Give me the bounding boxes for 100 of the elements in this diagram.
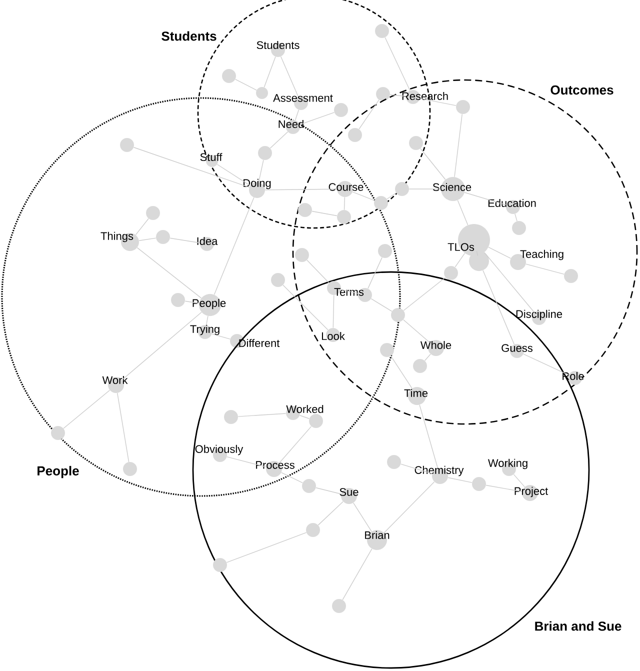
concept-dot <box>378 244 392 258</box>
link-line <box>526 264 564 275</box>
keyword-node: Trying <box>190 324 220 339</box>
keyword-node: Different <box>230 334 280 348</box>
keyword-node: Look <box>322 328 345 342</box>
concept-dot <box>334 103 348 117</box>
link-line <box>340 289 358 294</box>
link-line <box>306 260 330 284</box>
link-line <box>523 354 569 376</box>
link-line <box>342 548 372 600</box>
concept-dot <box>564 269 578 283</box>
keyword-node: Science <box>432 177 472 201</box>
concept-dot <box>409 136 423 150</box>
concept-dot <box>391 308 405 322</box>
concept-dot <box>332 599 346 613</box>
link-line <box>386 192 396 200</box>
concept-dot <box>295 248 309 262</box>
link-line <box>353 502 372 532</box>
keyword-node: TLOs <box>448 224 490 256</box>
link-line <box>403 277 446 311</box>
link-line <box>136 247 202 298</box>
concept-dot <box>256 87 268 99</box>
node-label: Obviously <box>195 444 244 456</box>
link-line <box>135 218 149 236</box>
link-line <box>408 188 442 190</box>
keyword-node: Guess <box>502 344 532 358</box>
node-label: Terms <box>334 288 364 296</box>
link-line <box>448 477 472 483</box>
link-line <box>216 164 250 186</box>
link-line <box>384 37 410 91</box>
link-line <box>122 312 202 380</box>
link-line <box>170 238 200 244</box>
keyword-node: Project <box>514 485 548 501</box>
keyword-node: Obviously <box>195 444 244 462</box>
link-line <box>370 298 392 312</box>
link-line <box>419 404 438 468</box>
keyword-node: Assessment <box>273 94 333 110</box>
concept-dot <box>302 479 316 493</box>
link-line <box>390 94 406 97</box>
keyword-node: Research <box>402 90 448 104</box>
link-line <box>454 114 462 178</box>
concept-dot <box>387 455 401 469</box>
link-line <box>214 197 254 295</box>
link-line <box>424 354 431 361</box>
keyword-node: Idea <box>197 236 218 251</box>
concept-dot <box>376 87 390 101</box>
link-line <box>270 132 288 148</box>
keyword-node: Doing <box>244 178 271 198</box>
concept-dot <box>258 146 272 160</box>
link-line <box>264 56 276 88</box>
link-line <box>184 300 200 304</box>
keyword-node: Course <box>328 181 364 197</box>
link-line <box>482 270 515 345</box>
concept-dot <box>413 359 427 373</box>
concept-dot <box>51 426 65 440</box>
keyword-node: Discipline <box>516 310 562 325</box>
concept-dot <box>348 128 362 142</box>
link-line <box>138 238 156 241</box>
link-line <box>258 160 264 182</box>
concept-dot <box>512 221 526 235</box>
concept-dot <box>472 477 486 491</box>
node-label: Assessment <box>273 94 333 102</box>
link-line <box>486 484 522 492</box>
concept-dot <box>374 196 388 210</box>
concept-dot <box>337 210 351 224</box>
concept-dot <box>444 266 458 280</box>
link-line <box>488 246 512 259</box>
link-line <box>282 284 328 330</box>
concept-dot <box>171 293 185 307</box>
link-line <box>368 257 382 289</box>
concept-dot <box>469 251 489 271</box>
concept-dot <box>146 206 160 220</box>
link-line <box>226 456 266 468</box>
link-line <box>206 316 208 326</box>
link-line <box>299 112 335 125</box>
link-line <box>281 472 303 484</box>
link-line <box>454 252 466 268</box>
concept-dot <box>271 273 285 287</box>
link-line <box>238 413 286 417</box>
concept-dot <box>456 100 470 114</box>
concept-dot <box>120 138 134 152</box>
link-line <box>464 192 506 206</box>
keyword-node: Time <box>404 387 428 405</box>
concept-dot <box>156 230 170 244</box>
keyword-node: Teaching <box>510 250 564 270</box>
link-line <box>318 501 344 526</box>
link-line <box>279 426 312 464</box>
keyword-node: Students <box>256 40 300 57</box>
concept-dot <box>224 410 238 424</box>
link-line <box>457 200 468 226</box>
concept-dot <box>222 69 236 83</box>
link-line <box>332 294 334 328</box>
link-line <box>63 390 110 429</box>
link-line <box>514 214 518 222</box>
link-line <box>352 192 375 201</box>
link-line <box>212 334 230 340</box>
keyword-node: People <box>192 294 226 316</box>
link-line <box>264 188 338 190</box>
concept-dot <box>213 558 227 572</box>
concept-dot <box>380 343 394 357</box>
